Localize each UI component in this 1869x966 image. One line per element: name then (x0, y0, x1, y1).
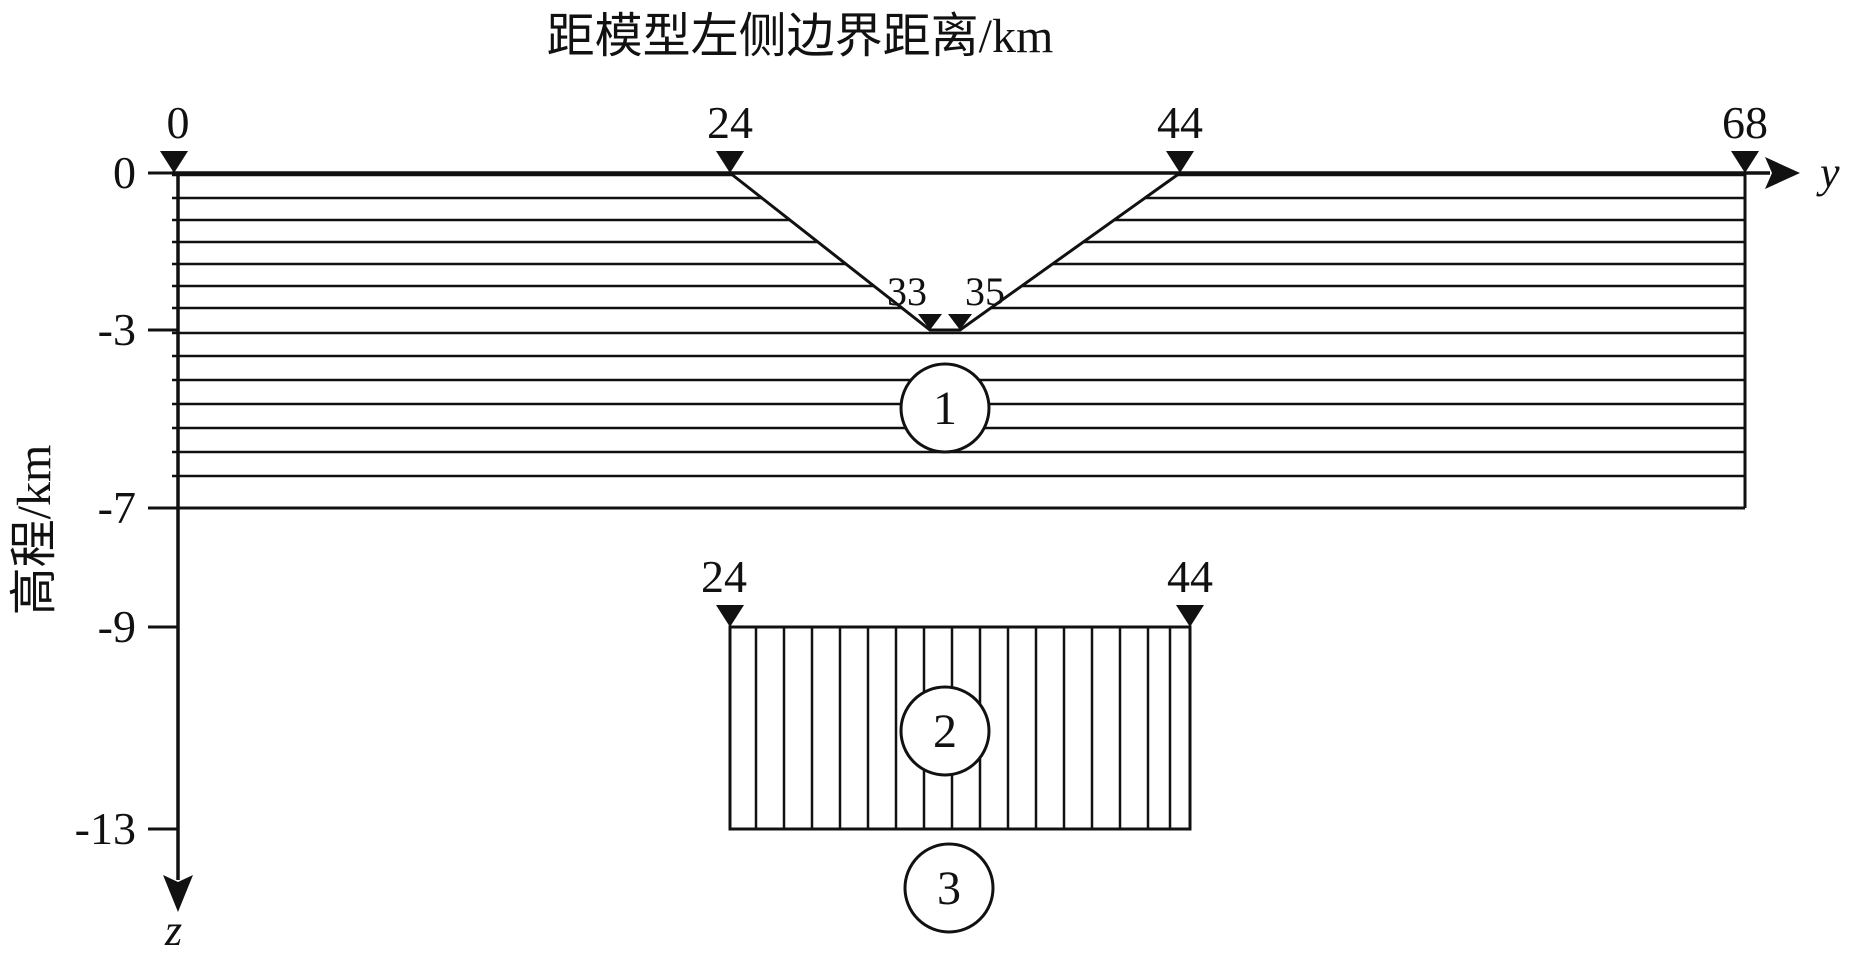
block2-outline (728, 625, 1192, 831)
depth-tick-label: 0 (113, 147, 136, 198)
top-marker-label: 24 (707, 97, 753, 148)
horizontal-axis-variable: y (1816, 148, 1840, 197)
marker-triangle (160, 151, 188, 173)
marker-triangle (1176, 605, 1204, 627)
top-marker-label: 68 (1722, 97, 1768, 148)
marker-triangle (1166, 151, 1194, 173)
horizontal-axis-arrow (1765, 157, 1800, 189)
lower-marker-label: 24 (701, 551, 747, 602)
svg-text:1: 1 (933, 382, 957, 435)
marker-triangle (1731, 151, 1759, 173)
region-3-label: 3 (903, 842, 995, 934)
depth-tick-label: -13 (75, 803, 136, 854)
lower-marker-label: 44 (1167, 551, 1213, 602)
marker-triangle (948, 314, 972, 330)
layer1-outline (729, 171, 1181, 332)
region-2-label: 2 (899, 685, 991, 777)
marker-triangle (716, 605, 744, 627)
depth-tick-marks (148, 171, 178, 831)
diagram-title: 距模型左侧边界距离/km (547, 10, 1054, 63)
top-marker-label: 0 (167, 97, 190, 148)
depth-tick-label: -7 (98, 482, 136, 533)
depth-tick-label: -9 (98, 601, 136, 652)
vertical-axis-variable: z (164, 906, 182, 955)
svg-text:3: 3 (937, 862, 961, 915)
y-axis-title: 高程/km (8, 445, 61, 616)
region-1-label: 1 (899, 362, 991, 454)
mid-marker-label: 35 (965, 269, 1005, 314)
depth-tick-label: -3 (98, 304, 136, 355)
top-marker-label: 44 (1157, 97, 1203, 148)
vertical-axis-arrow (163, 875, 193, 912)
svg-text:2: 2 (933, 705, 957, 758)
marker-triangle (918, 314, 942, 330)
mid-marker-label: 33 (887, 269, 927, 314)
marker-triangle (716, 151, 744, 173)
